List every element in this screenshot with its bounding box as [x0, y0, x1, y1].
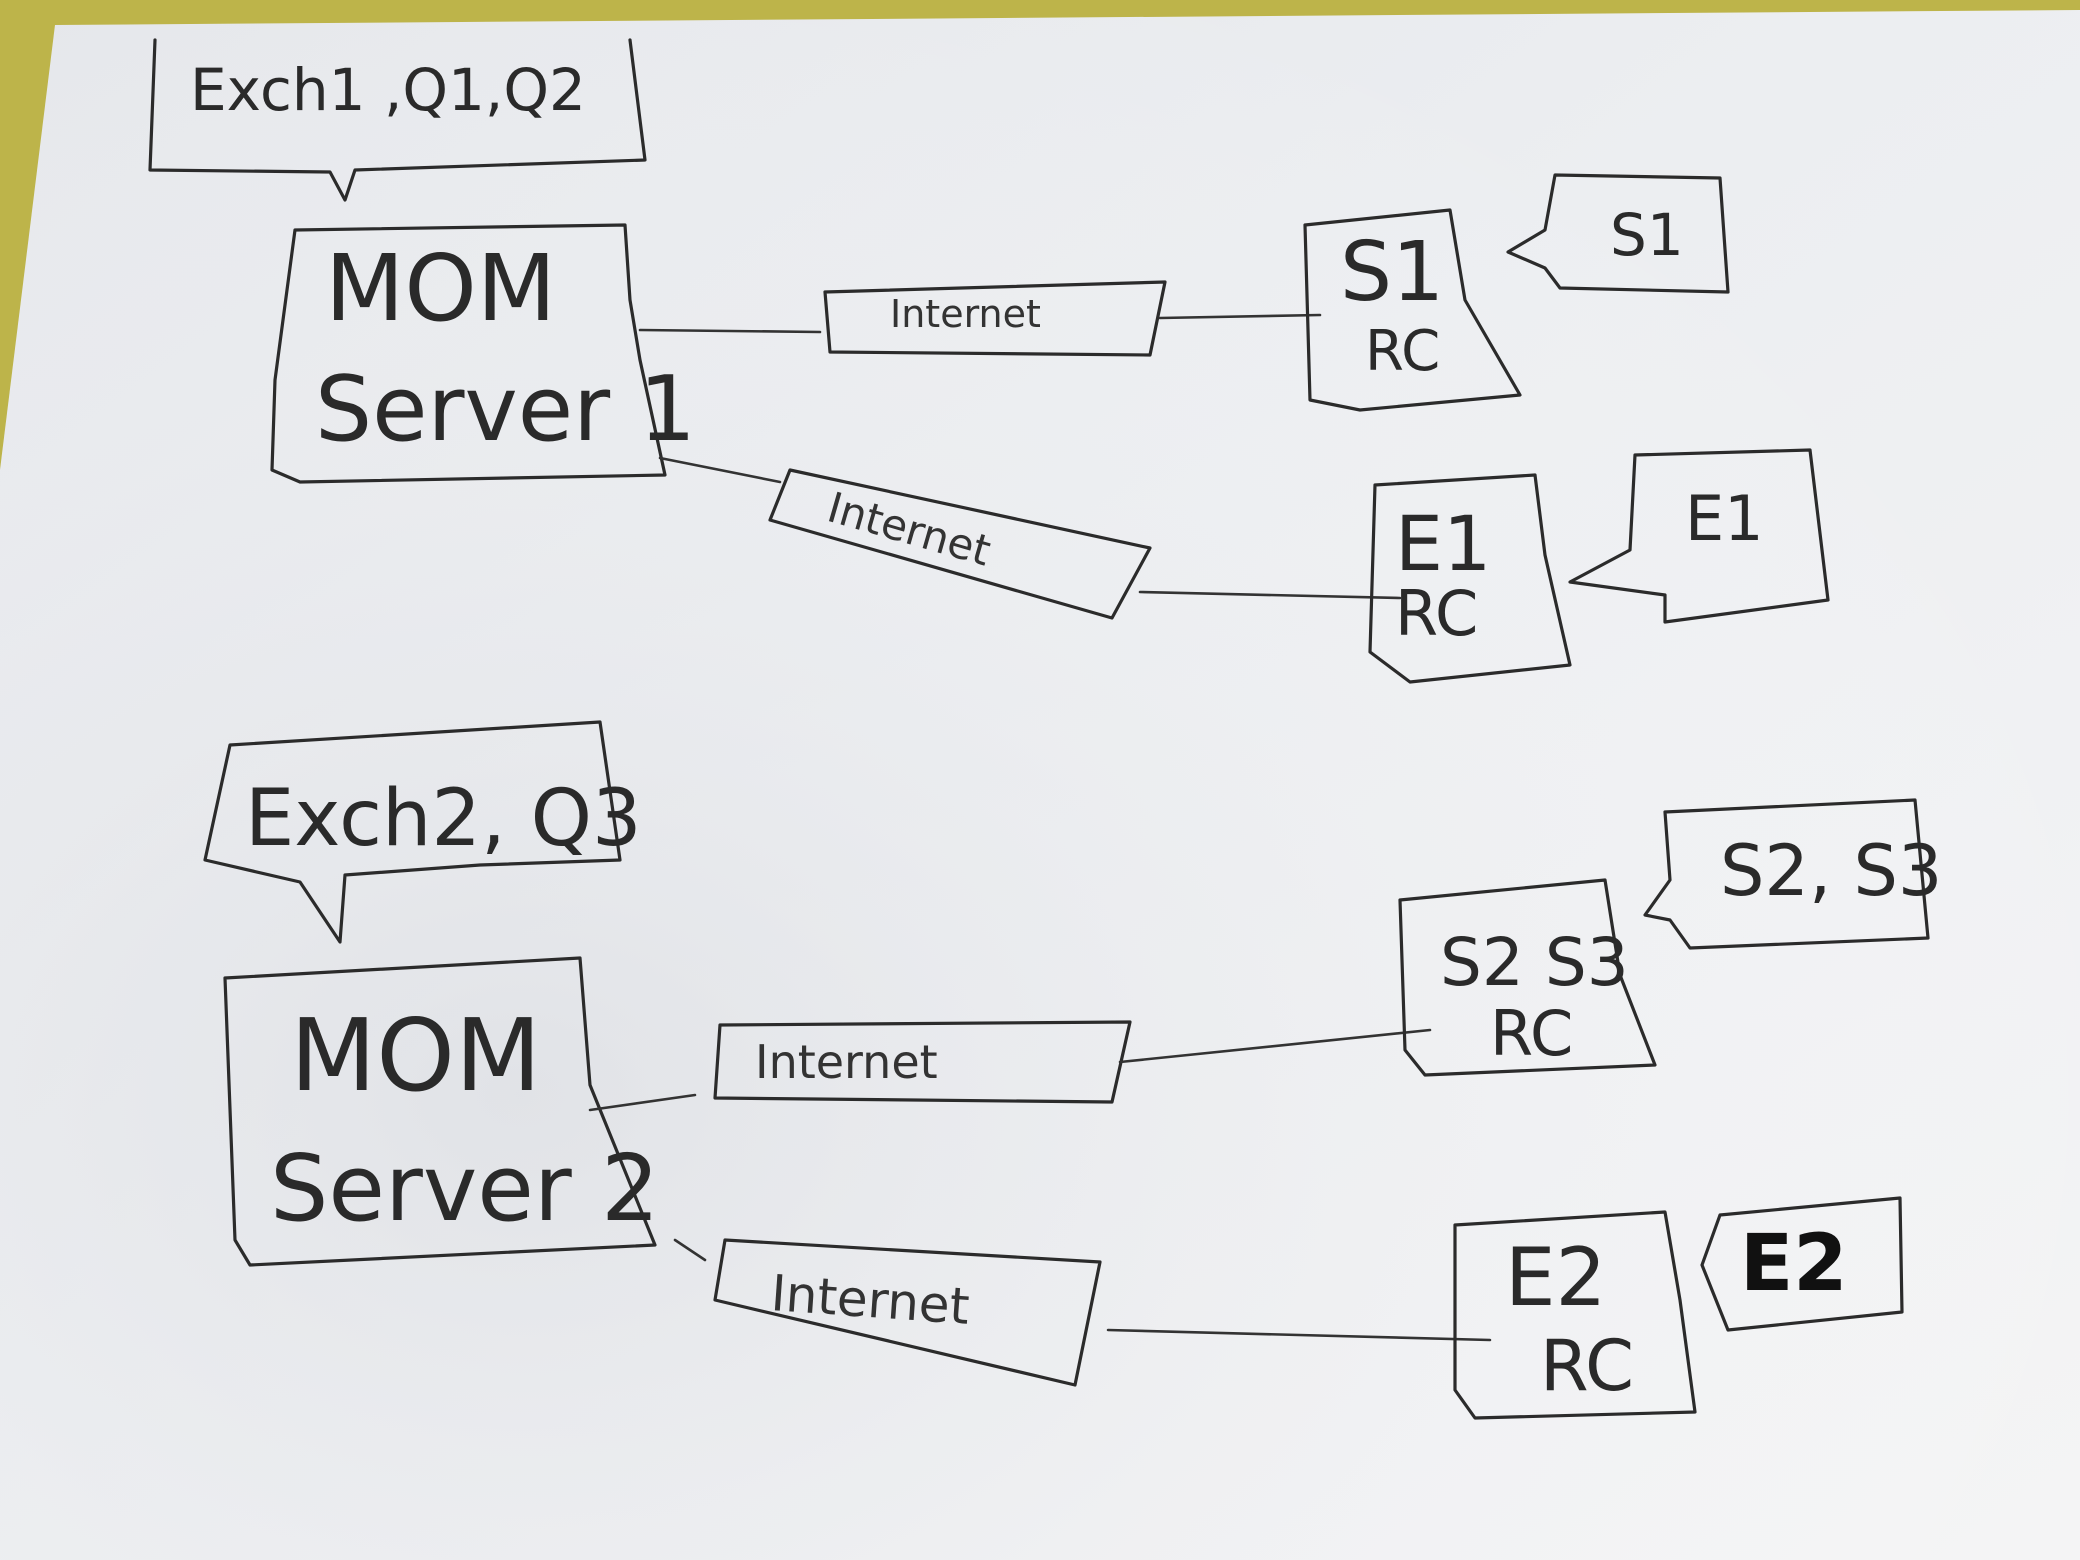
client-s2s3-callout-text: S2, S3 [1720, 830, 1942, 912]
server2-callout-text: Exch2, Q3 [245, 774, 642, 864]
client-s2s3-name: S2 S3 [1440, 924, 1629, 1001]
link-e2-label: Internet [769, 1264, 971, 1336]
client-e2-box: E2 RC [1453, 1210, 1697, 1420]
client-s2s3-callout: S2, S3 [1643, 798, 1942, 950]
link-s2s3-label: Internet [755, 1035, 938, 1089]
client-e1-box: E1 RC [1368, 473, 1572, 684]
client-s1-callout-text: S1 [1610, 201, 1684, 269]
client-s1-box: S1 RC [1303, 208, 1522, 412]
link-server2-s2s3: Internet [588, 1020, 1432, 1112]
server1-box: MOM Server 1 [270, 223, 696, 484]
server1-line2: Server 1 [315, 357, 696, 462]
client-e1-callout: E1 [1568, 448, 1830, 624]
client-e2-callout: E2 [1700, 1196, 1904, 1332]
server1-callout-text: Exch1 ,Q1,Q2 [190, 56, 586, 124]
link-server1-e1: Internet [658, 456, 1402, 620]
client-s1-name: S1 [1340, 225, 1444, 320]
client-e1-callout-text: E1 [1685, 482, 1764, 555]
server1-line1: MOM [325, 235, 556, 342]
server2-callout: Exch2, Q3 [203, 720, 642, 944]
link-server2-e2: Internet [673, 1238, 1492, 1387]
client-e1-rc: RC [1395, 577, 1478, 650]
server2-line1: MOM [290, 997, 541, 1114]
client-s2s3-box: S2 S3 RC [1398, 878, 1657, 1077]
client-s1-callout: S1 [1506, 173, 1730, 294]
client-e2-name: E2 [1505, 1231, 1606, 1324]
link-s1-label: Internet [890, 292, 1041, 336]
client-s1-rc: RC [1365, 319, 1440, 384]
server2-box: MOM Server 2 [223, 956, 659, 1267]
client-e1-name: E1 [1395, 499, 1491, 588]
client-s2s3-rc: RC [1490, 997, 1573, 1070]
server1-callout: Exch1 ,Q1,Q2 [148, 38, 647, 202]
client-e2-rc: RC [1540, 1325, 1634, 1407]
link-server1-s1: Internet [638, 280, 1322, 357]
client-e2-callout-text: E2 [1740, 1219, 1848, 1309]
server2-line2: Server 2 [270, 1135, 659, 1242]
